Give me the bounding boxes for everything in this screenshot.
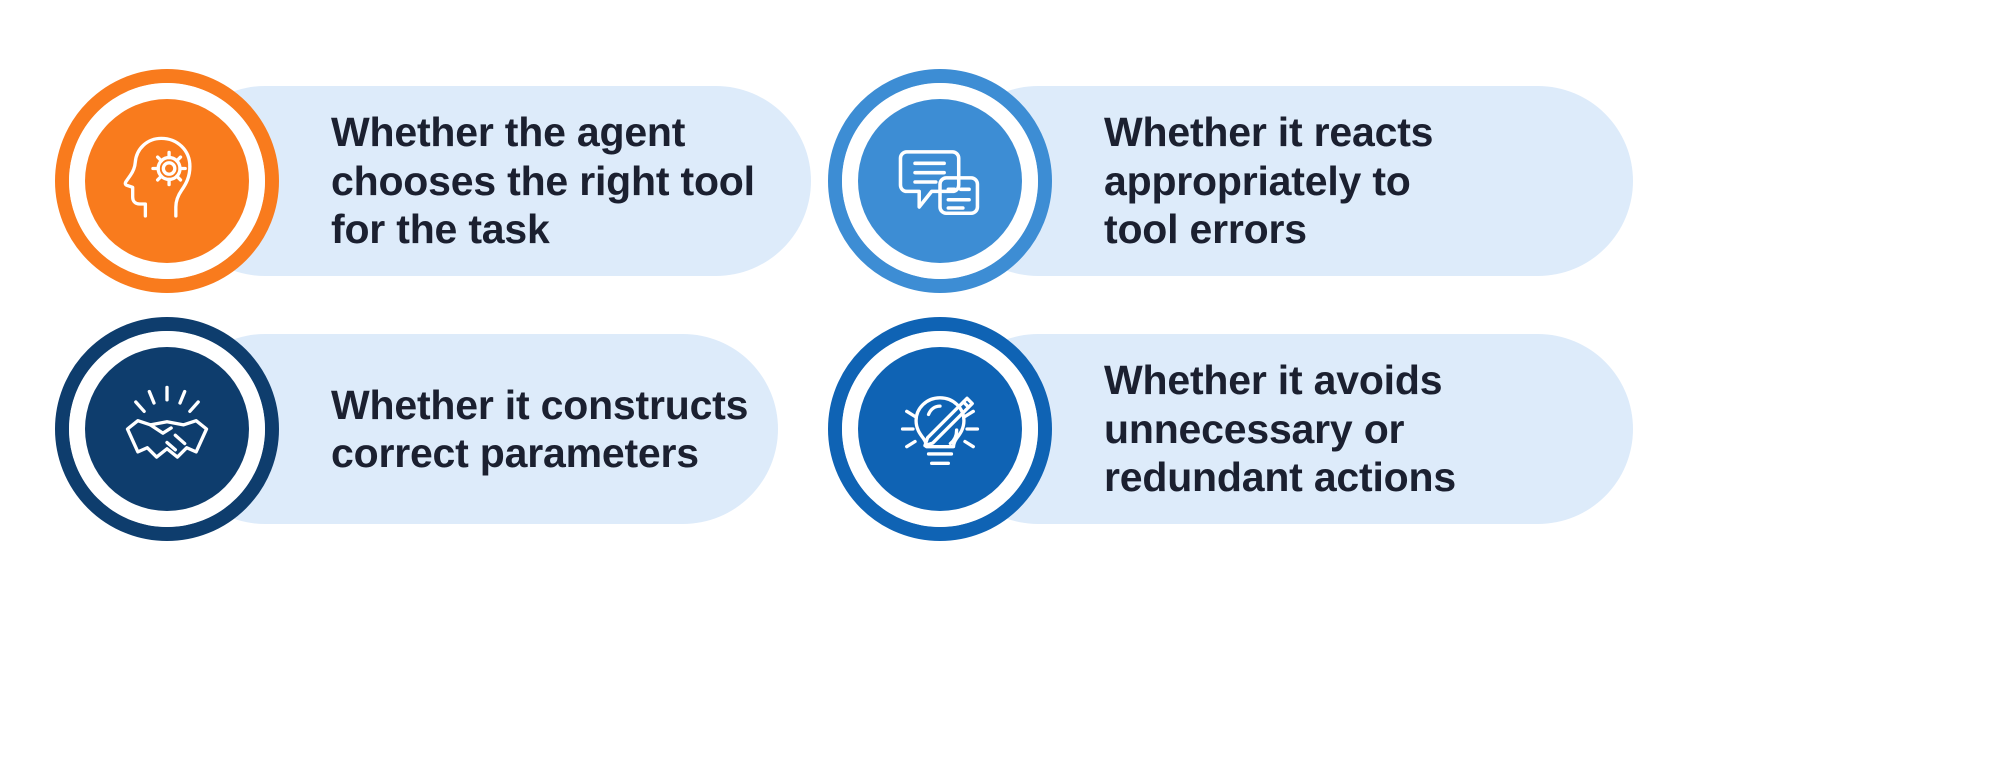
card-text: Whether it constructs correct parameters xyxy=(331,334,761,524)
card-line: Whether it constructs xyxy=(331,381,749,428)
card-text: Whether it reacts appropriately to tool … xyxy=(1104,86,1504,276)
pill-background xyxy=(943,334,1633,524)
badge-disc xyxy=(858,347,1022,511)
badge-disc xyxy=(858,99,1022,263)
card-line: unnecessary or xyxy=(1104,405,1405,452)
handshake-icon xyxy=(125,385,209,459)
card-line: correct parameters xyxy=(331,430,699,476)
pill-background xyxy=(943,86,1633,276)
card-line: Whether it avoids xyxy=(1104,357,1443,404)
badge-disc xyxy=(85,347,249,511)
badge-disc xyxy=(85,99,249,263)
card-line: appropriately to xyxy=(1104,157,1411,204)
card-text: Whether it avoids unnecessary or redunda… xyxy=(1104,334,1504,524)
card-line: tool errors xyxy=(1104,206,1307,253)
icon-badge xyxy=(55,317,279,541)
card-text: Whether the agent chooses the right tool… xyxy=(331,86,761,276)
card-line: Whether the agent xyxy=(331,109,686,156)
icon-badge xyxy=(55,69,279,293)
icon-badge xyxy=(828,69,1052,293)
lightbulb-pencil-icon xyxy=(900,396,980,465)
icon-badge xyxy=(828,317,1052,541)
card-line: for the task xyxy=(331,206,550,253)
card-line: chooses the right tool xyxy=(331,157,755,204)
card-line: redundant actions xyxy=(1104,454,1456,501)
head-gear-icon xyxy=(123,136,192,218)
speech-bubbles-icon xyxy=(898,150,980,216)
card-line: Whether it reacts xyxy=(1104,109,1434,156)
